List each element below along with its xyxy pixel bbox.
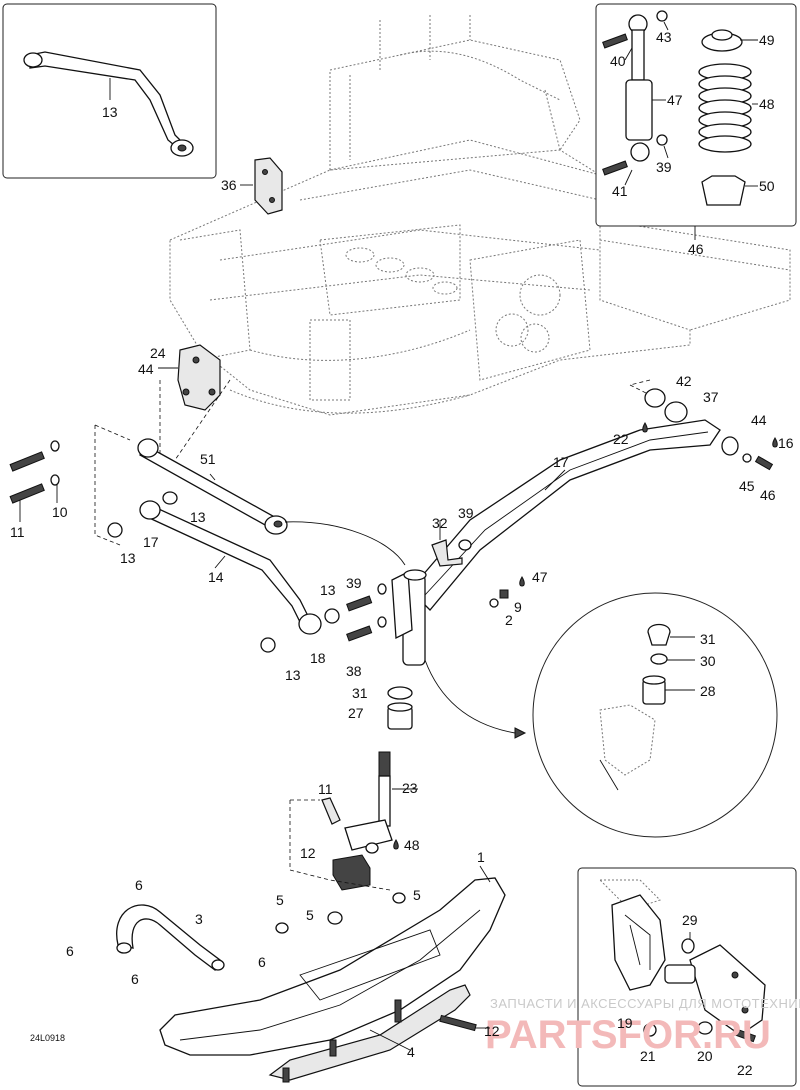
callout-49: 49 [759,32,775,48]
callout-6-d: 6 [131,971,139,987]
callout-4: 4 [407,1044,415,1060]
callout-14: 14 [208,569,224,585]
callout-27: 31 [352,685,368,701]
callout-12-label: 12 [484,1023,500,1039]
callout-35: 39 [346,575,362,591]
callout-43: 36 [221,177,237,193]
callout-50-label: 50 [759,178,775,194]
callout-26: 29 [682,912,698,928]
callout-39-a: 43 [656,29,672,45]
callout-19: 20 [697,1048,713,1064]
callout-6-b: 6 [66,943,74,959]
callout-33: 38 [346,663,362,679]
watermark: ЗАПЧАСТИ И АКСЕССУАРЫ ДЛЯ МОТОТЕХНИКИ PA… [485,996,800,1057]
callout-8: 10 [52,504,68,520]
bushings-13 [107,522,340,653]
callout-21: 22 [613,431,629,447]
lower-radius-rod [139,491,322,635]
bolts-left [9,440,60,504]
grease-drops [393,422,778,850]
upper-radius-rod [137,438,288,535]
inset-box-shock-absorber [595,3,797,240]
svg-text:ЗАПЧАСТИ И АКСЕССУАРЫ ДЛЯ МОТО: ЗАПЧАСТИ И АКСЕССУАРЫ ДЛЯ МОТОТЕХНИКИ [490,996,800,1011]
callout-34: 39 [458,505,474,521]
callout-47-label: 47 [667,92,683,108]
drawing-code: 24L0918 [30,1033,65,1043]
callout-16: 17 [553,454,569,470]
callout-15: 16 [778,435,794,451]
callout-40: 44 [751,412,767,428]
callout-24: 24 [150,345,166,361]
callout-2: 2 [505,612,513,628]
callout-22-label: 22 [737,1062,753,1078]
callout-28: 13 [102,104,118,120]
callout-39-b-label: 39 [656,159,672,175]
callout-44-b: 48 [404,837,420,853]
spindle-assembly [321,686,413,854]
callout-41: 45 [739,478,755,494]
callout-32: 37 [703,389,719,405]
callout-38: 42 [676,373,692,389]
callout-7: 9 [514,599,522,615]
ski [159,877,506,1083]
callout-20: 21 [640,1048,656,1064]
callout-10: 12 [300,845,316,861]
callout-25-a: 27 [348,705,364,721]
callout-13-b: 13 [120,550,136,566]
leader-lines [19,21,691,1051]
callout-9: 11 [10,524,25,540]
callout-51: 51 [200,451,216,467]
callout-11-label: 11 [318,781,333,797]
callout-42: 46 [760,487,776,503]
callout-13-d: 13 [285,667,301,683]
lower-mount-bracket [158,344,221,411]
callout-48-label: 48 [759,96,775,112]
callout-25-b: 28 [700,683,716,699]
inset-box-stabilizer-link [2,3,217,179]
callout-1: 1 [477,849,485,865]
callout-44-a: 47 [532,569,548,585]
callout-17-a: 17 [143,534,159,550]
callout-3: 3 [195,911,203,927]
callout-13-c: 13 [320,582,336,598]
callout-18: 19 [617,1015,633,1031]
callout-46-label: 46 [688,241,704,257]
callout-6-a: 6 [135,877,143,893]
callout-17-b: 18 [310,650,326,666]
chassis-frame [169,15,791,416]
callout-45: 44 [138,361,154,377]
callout-30-label: 30 [700,653,716,669]
callout-31-label: 31 [700,631,716,647]
callout-37: 41 [612,183,628,199]
callout-23: 23 [402,780,418,796]
inset-box-mount-pivot [577,867,797,1087]
arm-hardware [346,388,774,642]
callout-6-c: 6 [258,954,266,970]
callout-5-c: 5 [413,887,421,903]
callout-36: 40 [610,53,626,69]
ski-fasteners [275,892,477,1032]
svg-text:PARTSFOR.RU: PARTSFOR.RU [485,1013,771,1057]
upper-mount-plate [240,157,283,215]
detail-circle [532,592,778,838]
trailing-arm [391,419,721,666]
ski-handle [116,904,225,971]
ski-stopper [332,854,371,891]
spring-coils [698,63,752,153]
callout-labels: 13 36 24 44 51 11 10 13 17 13 14 13 39 3… [10,29,794,1078]
callout-13-a: 13 [190,509,206,525]
callout-5-b: 5 [306,907,314,923]
callout-5-a: 5 [276,892,284,908]
